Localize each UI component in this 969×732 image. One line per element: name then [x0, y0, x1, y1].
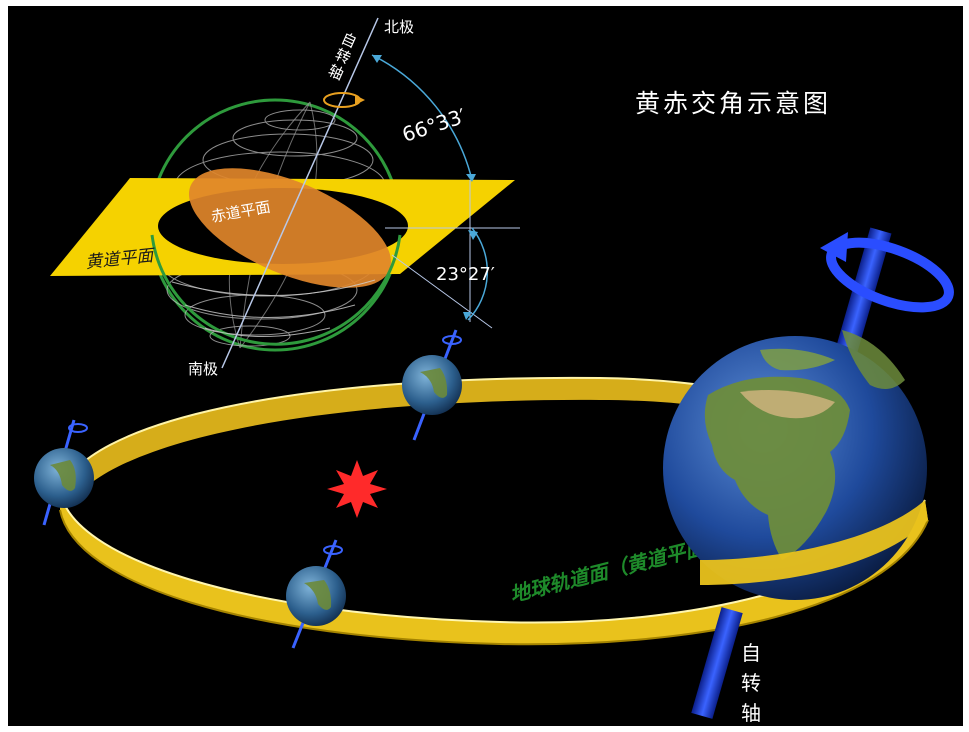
angle-arc-66 — [371, 54, 473, 181]
north-pole-label: 北极 — [384, 18, 414, 36]
svg-text:转: 转 — [332, 45, 353, 68]
earth-position-top — [402, 329, 462, 441]
svg-text:自: 自 — [338, 29, 359, 52]
rotation-axis-lower — [691, 607, 743, 719]
sun-icon — [327, 460, 387, 518]
tilted-equator-line — [391, 254, 493, 329]
rotation-axis-label: 自 转 轴 — [741, 641, 761, 725]
earth-position-bottom — [286, 539, 346, 649]
angle-arc-23 — [467, 227, 489, 321]
south-pole-label: 南极 — [188, 360, 218, 378]
svg-text:轴: 轴 — [741, 701, 761, 725]
inset-rotation-axis — [221, 17, 379, 369]
svg-text:转: 转 — [741, 671, 761, 695]
diagram-title: 黄赤交角示意图 — [635, 89, 831, 118]
angle-label-23: 23°27′ — [436, 264, 495, 285]
earth-icon — [402, 355, 462, 415]
svg-text:自: 自 — [741, 641, 761, 665]
inset-globe-diagram: 北极 南极 自 转 轴 66°33′ 23°27′ 赤道平面 黄道平面 — [50, 17, 520, 378]
svg-text:轴: 轴 — [325, 61, 346, 84]
inset-rotation-axis-label: 自 转 轴 — [325, 29, 359, 84]
large-earth — [663, 227, 954, 719]
equator-plane — [188, 168, 392, 288]
earth-position-left — [34, 419, 94, 526]
